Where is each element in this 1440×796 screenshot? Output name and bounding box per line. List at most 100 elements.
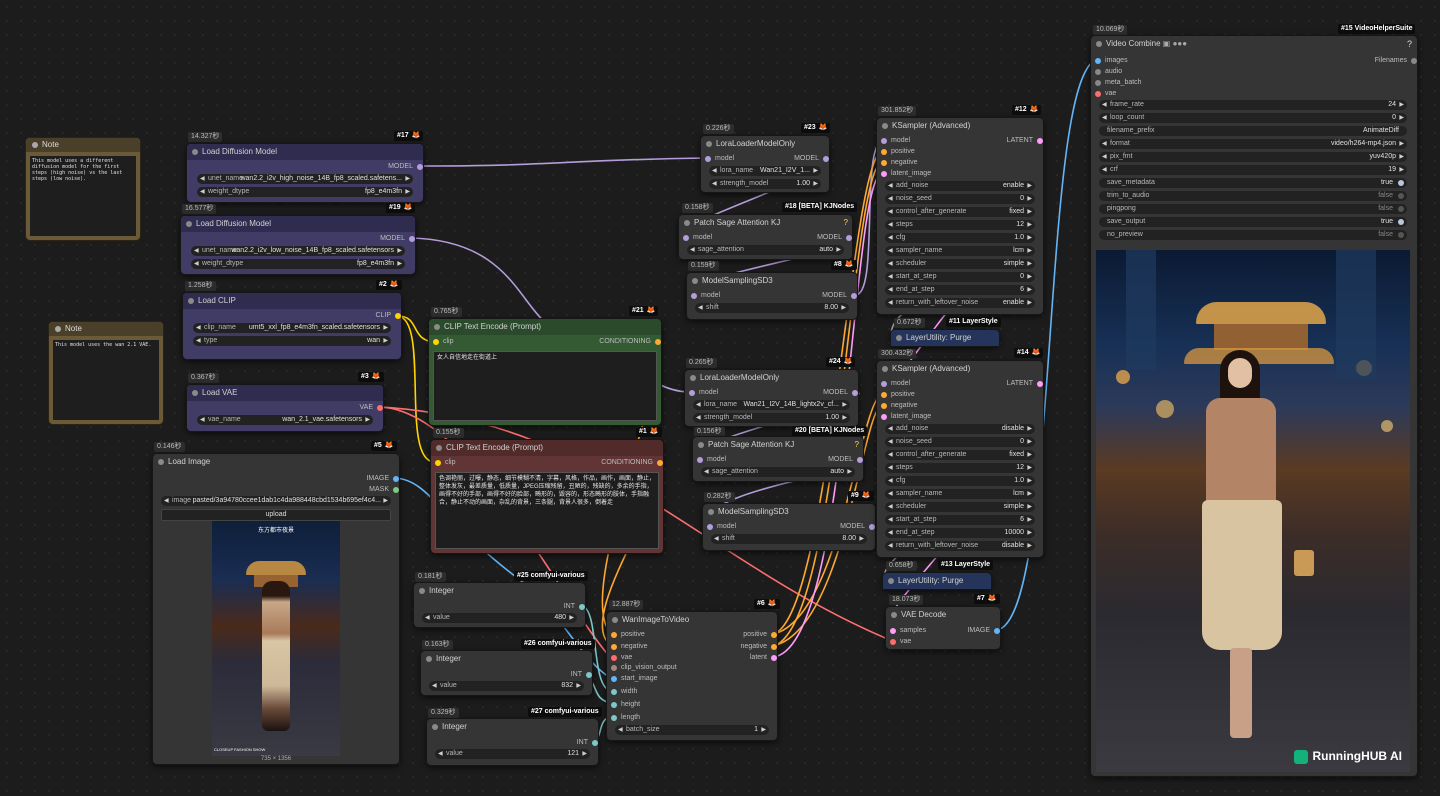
- input-length[interactable]: length: [611, 713, 640, 723]
- arrow-right-icon[interactable]: ▶: [1027, 478, 1032, 484]
- input-model[interactable]: model: [881, 136, 910, 146]
- node-patch-sage-2[interactable]: Patch Sage Attention KJ ? model MODEL ◀s…: [692, 436, 864, 482]
- arrow-right-icon[interactable]: ▶: [1027, 196, 1032, 202]
- slot-dot[interactable]: [655, 339, 661, 345]
- arrow-right-icon[interactable]: ▶: [1027, 426, 1032, 432]
- arrow-left-icon[interactable]: ◀: [200, 176, 205, 182]
- arrow-left-icon[interactable]: ◀: [425, 615, 430, 621]
- arrow-right-icon[interactable]: ▶: [1027, 248, 1032, 254]
- arrow-left-icon[interactable]: ◀: [1102, 102, 1107, 108]
- slot-dot[interactable]: [881, 381, 887, 387]
- arrow-right-icon[interactable]: ▶: [383, 498, 388, 504]
- arrow-left-icon[interactable]: ◀: [888, 196, 893, 202]
- arrow-left-icon[interactable]: ◀: [704, 469, 709, 475]
- toggle-knob[interactable]: [1398, 180, 1404, 186]
- output-conditioning[interactable]: CONDITIONING: [599, 337, 661, 347]
- node-ksampler-1[interactable]: KSampler (Advanced) LATENT model positiv…: [876, 117, 1044, 315]
- help-icon[interactable]: ?: [1406, 39, 1412, 49]
- help-icon[interactable]: ?: [854, 440, 859, 449]
- output-image[interactable]: IMAGE: [967, 626, 1000, 636]
- arrow-right-icon[interactable]: ▶: [569, 615, 574, 621]
- arrow-left-icon[interactable]: ◀: [696, 415, 701, 421]
- arrow-left-icon[interactable]: ◀: [888, 209, 893, 215]
- output-clip[interactable]: CLIP: [375, 311, 401, 321]
- slot-dot[interactable]: [611, 655, 617, 661]
- slot-dot[interactable]: [586, 672, 592, 678]
- slot-dot[interactable]: [697, 457, 703, 463]
- slot-dot[interactable]: [1095, 58, 1101, 64]
- input-positive[interactable]: positive: [611, 630, 645, 640]
- help-icon[interactable]: ?: [843, 218, 848, 227]
- arrow-right-icon[interactable]: ▶: [1027, 222, 1032, 228]
- arrow-right-icon[interactable]: ▶: [383, 325, 388, 331]
- output-latent[interactable]: LATENT: [1007, 136, 1043, 146]
- arrow-left-icon[interactable]: ◀: [714, 536, 719, 542]
- output-latent[interactable]: LATENT: [1007, 379, 1043, 389]
- node-video-combine[interactable]: Video Combine ▣ ●●● ? images audio meta_…: [1090, 35, 1418, 777]
- arrow-left-icon[interactable]: ◀: [888, 504, 893, 510]
- arrow-right-icon[interactable]: ▶: [1027, 504, 1032, 510]
- input-latent-image[interactable]: latent_image: [881, 169, 931, 179]
- arrow-left-icon[interactable]: ◀: [888, 183, 893, 189]
- input-positive[interactable]: positive: [881, 390, 915, 400]
- arrow-right-icon[interactable]: ▶: [842, 402, 847, 408]
- arrow-right-icon[interactable]: ▶: [1027, 452, 1032, 458]
- slot-dot[interactable]: [852, 390, 858, 396]
- arrow-right-icon[interactable]: ▶: [383, 338, 388, 344]
- output-positive[interactable]: positive: [743, 630, 777, 640]
- output-vae[interactable]: VAE: [360, 403, 383, 413]
- arrow-right-icon[interactable]: ▶: [1027, 465, 1032, 471]
- arrow-left-icon[interactable]: ◀: [1102, 115, 1107, 121]
- slot-dot[interactable]: [393, 476, 399, 482]
- arrow-left-icon[interactable]: ◀: [888, 274, 893, 280]
- slot-dot[interactable]: [1037, 138, 1043, 144]
- slot-dot[interactable]: [890, 628, 896, 634]
- output-model[interactable]: MODEL: [388, 162, 423, 172]
- arrow-left-icon[interactable]: ◀: [888, 426, 893, 432]
- arrow-left-icon[interactable]: ◀: [1102, 154, 1107, 160]
- arrow-left-icon[interactable]: ◀: [200, 417, 205, 423]
- slot-dot[interactable]: [771, 632, 777, 638]
- slot-dot[interactable]: [1095, 69, 1101, 75]
- video-preview[interactable]: RunningHUB AI: [1096, 250, 1410, 772]
- arrow-right-icon[interactable]: ▶: [1027, 183, 1032, 189]
- arrow-left-icon[interactable]: ◀: [888, 452, 893, 458]
- arrow-left-icon[interactable]: ◀: [888, 235, 893, 241]
- output-model[interactable]: MODEL: [794, 154, 829, 164]
- arrow-right-icon[interactable]: ▶: [576, 683, 581, 689]
- output-model[interactable]: MODEL: [823, 388, 858, 398]
- slot-dot[interactable]: [393, 487, 399, 493]
- arrow-right-icon[interactable]: ▶: [1027, 274, 1032, 280]
- slot-dot[interactable]: [435, 460, 441, 466]
- node-purge-1[interactable]: LayerUtility: Purge: [890, 329, 1000, 347]
- input-model[interactable]: model: [697, 455, 726, 465]
- output-model[interactable]: MODEL: [822, 291, 857, 301]
- output-image[interactable]: IMAGE: [366, 474, 399, 484]
- arrow-left-icon[interactable]: ◀: [712, 181, 717, 187]
- output-model[interactable]: MODEL: [380, 234, 415, 244]
- output-int[interactable]: INT: [564, 602, 585, 612]
- slot-dot[interactable]: [881, 149, 887, 155]
- slot-dot[interactable]: [771, 644, 777, 650]
- input-model[interactable]: model: [689, 388, 718, 398]
